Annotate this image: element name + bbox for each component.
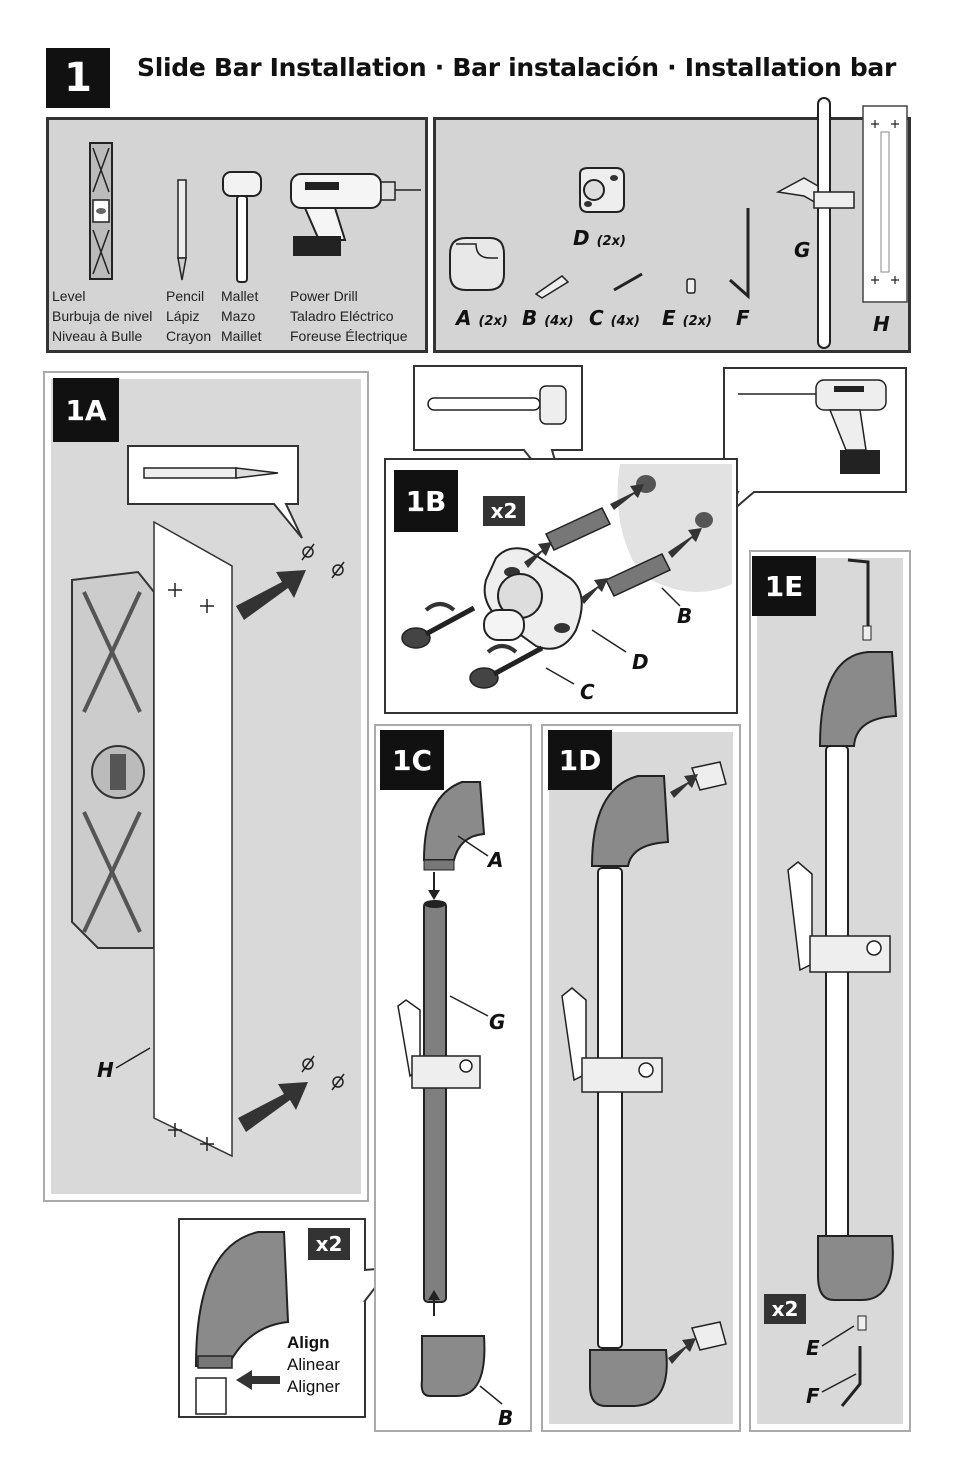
callout-f: F <box>806 1384 820 1408</box>
label-fr: Foreuse Électrique <box>290 328 408 344</box>
part-label-b: B (4x) <box>522 306 574 330</box>
template-sheet <box>153 520 233 1158</box>
arrow-icon <box>236 570 306 620</box>
part-letter: B <box>522 306 538 330</box>
slide-bar-exploded-drawing <box>397 781 503 1405</box>
mallet-icon <box>222 171 262 283</box>
part-letter: A <box>456 306 472 330</box>
screw-icon <box>613 272 643 292</box>
step-1c-badge: 1C <box>380 730 444 790</box>
part-label-g: G <box>794 238 811 262</box>
callout-e: E <box>806 1336 820 1360</box>
drill-mark-icon <box>301 543 345 579</box>
set-screw-icon <box>686 278 696 294</box>
slide-bar-mounted-drawing <box>561 761 727 1407</box>
label-en: Power Drill <box>290 288 358 304</box>
part-letter: C <box>589 306 604 330</box>
multiplier-badge: x2 <box>308 1228 350 1260</box>
part-label-h: H <box>873 312 890 336</box>
part-letter: E <box>662 306 676 330</box>
title-fr: Installation bar <box>684 53 897 82</box>
tool-label-level: Level Burbuja de nivel Niveau à Bulle <box>52 286 152 346</box>
arrow-left-icon <box>236 1370 280 1390</box>
part-qty: (4x) <box>610 314 640 329</box>
part-label-c: C (4x) <box>589 306 640 330</box>
step-1a-badge: 1A <box>53 378 119 442</box>
align-en: Align <box>287 1333 330 1352</box>
slide-bar-icon <box>775 97 855 349</box>
wall-shading <box>617 464 732 592</box>
label-es: Lápiz <box>166 308 200 324</box>
part-label-a: A (2x) <box>456 306 508 330</box>
hex-key-icon <box>729 208 750 300</box>
title-en: Slide Bar Installation <box>137 53 427 82</box>
title-separator: · <box>667 53 677 82</box>
title-es: Bar instalación <box>452 53 659 82</box>
level-drawing <box>71 570 155 949</box>
step-1d-badge: 1D <box>548 730 612 790</box>
multiplier-badge: x2 <box>764 1294 806 1324</box>
drill-callout <box>723 367 907 517</box>
step-1b-badge: 1B <box>394 470 458 532</box>
tool-label-drill: Power Drill Taladro Eléctrico Foreuse Él… <box>290 286 408 346</box>
end-cap-icon <box>194 1231 290 1415</box>
title-separator: · <box>434 53 445 82</box>
label-en: Level <box>52 288 86 304</box>
align-es: Alinear <box>287 1355 340 1374</box>
step-number-badge: 1 <box>46 48 110 108</box>
part-qty: (2x) <box>478 314 508 329</box>
label-en: Pencil <box>166 288 205 304</box>
drill-mark-icon <box>301 1055 345 1091</box>
callout-c: C <box>580 680 595 704</box>
part-qty: (2x) <box>682 314 712 329</box>
label-es: Burbuja de nivel <box>52 308 153 324</box>
parts-panel: A (2x) B (4x) C (4x) D (2x) E (2x) F G H <box>433 97 911 353</box>
part-label-e: E (2x) <box>662 306 712 330</box>
mallet-callout <box>413 365 583 507</box>
tools-panel: Level Burbuja de nivel Niveau à Bulle Pe… <box>46 117 428 353</box>
label-en: Mallet <box>221 288 259 304</box>
label-es: Taladro Eléctrico <box>290 308 394 324</box>
align-label: Align Alinear Aligner <box>287 1332 340 1398</box>
tool-label-pencil: Pencil Lápiz Crayon <box>166 286 211 346</box>
label-fr: Maillet <box>221 328 262 344</box>
page-title: Slide Bar Installation · Bar instalación… <box>137 53 896 82</box>
label-fr: Crayon <box>166 328 212 344</box>
pencil-callout <box>127 445 303 539</box>
callout-g: G <box>489 1010 506 1034</box>
step-1e-badge: 1E <box>752 556 816 616</box>
pencil-icon <box>177 179 187 281</box>
part-label-f: F <box>736 306 750 330</box>
multiplier-badge: x2 <box>483 496 525 526</box>
level-icon <box>89 142 113 280</box>
part-label-d: D (2x) <box>573 226 626 250</box>
drill-icon <box>290 173 421 256</box>
callout-a: A <box>488 848 504 872</box>
callout-h: H <box>97 1058 114 1082</box>
wall-bracket-icon <box>579 167 625 213</box>
end-cap-icon <box>449 237 505 291</box>
arrow-icon <box>238 1082 308 1132</box>
template-icon <box>862 105 908 303</box>
anchor-assembly-drawing <box>401 475 713 689</box>
part-qty: (4x) <box>544 314 574 329</box>
leader-line <box>115 1047 151 1069</box>
callout-b: B <box>677 604 693 628</box>
align-fr: Aligner <box>287 1377 340 1396</box>
slide-bar-fixing-drawing <box>787 558 898 1407</box>
wall-anchor-icon <box>534 275 570 299</box>
callout-d: D <box>632 650 649 674</box>
part-letter: D <box>573 226 590 250</box>
label-fr: Niveau à Bulle <box>52 328 143 344</box>
label-es: Mazo <box>221 308 256 324</box>
tool-label-mallet: Mallet Mazo Maillet <box>221 286 261 346</box>
part-qty: (2x) <box>596 234 626 249</box>
callout-b: B <box>498 1406 514 1430</box>
